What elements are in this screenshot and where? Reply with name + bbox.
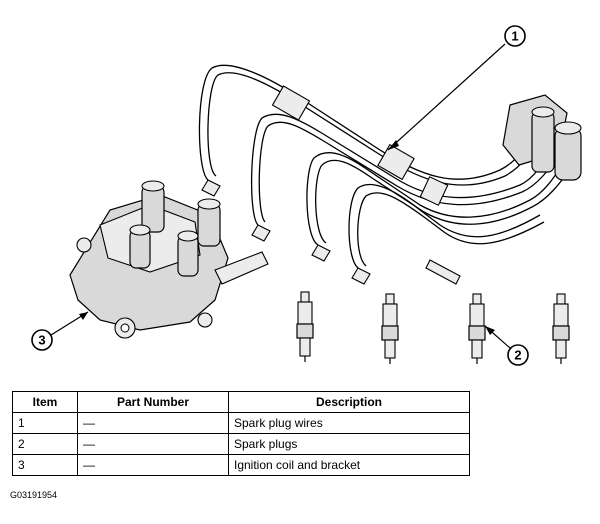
table-row: 2 — Spark plugs xyxy=(12,433,470,455)
callout-3-label: 3 xyxy=(38,333,45,348)
ignition-system-illustration: 1 2 3 xyxy=(31,25,582,366)
spark-plugs xyxy=(296,291,570,364)
table-row: 3 — Ignition coil and bracket xyxy=(12,454,470,476)
callout-2-label: 2 xyxy=(514,348,521,363)
table-header-row: Item Part Number Description xyxy=(12,391,470,413)
header-description: Description xyxy=(228,391,470,413)
cell-item: 2 xyxy=(12,433,78,455)
cell-description: Ignition coil and bracket xyxy=(228,454,470,476)
cell-item: 3 xyxy=(12,454,78,476)
callout-3: 3 xyxy=(31,311,89,351)
ignition-coil-assembly xyxy=(69,180,269,339)
callout-2: 2 xyxy=(484,325,529,366)
spark-plug-wires xyxy=(198,64,582,285)
callout-1-label: 1 xyxy=(511,29,518,44)
cell-description: Spark plug wires xyxy=(228,412,470,434)
cell-description: Spark plugs xyxy=(228,433,470,455)
cell-part-number: — xyxy=(77,433,229,455)
cell-part-number: — xyxy=(77,412,229,434)
table-row: 1 — Spark plug wires xyxy=(12,412,470,434)
cell-part-number: — xyxy=(77,454,229,476)
header-item: Item xyxy=(12,391,78,413)
cell-item: 1 xyxy=(12,412,78,434)
callout-1: 1 xyxy=(387,25,526,151)
figure-id: G03191954 xyxy=(10,490,58,500)
header-part-number: Part Number xyxy=(77,391,229,413)
parts-legend-table: Item Part Number Description 1 — Spark p… xyxy=(12,391,470,476)
